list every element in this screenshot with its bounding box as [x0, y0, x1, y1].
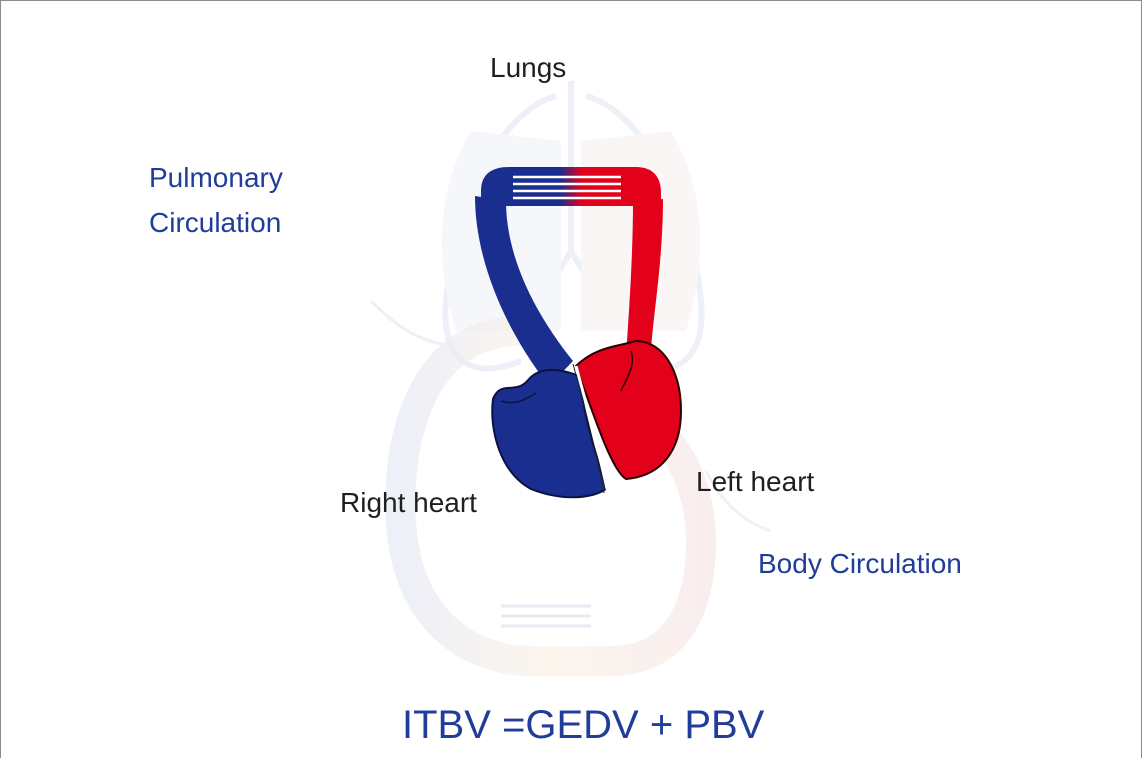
pulmonary-circulation-label: Pulmonary Circulation [149, 155, 283, 245]
itbv-formula: ITBV =GEDV + PBV [402, 701, 764, 749]
lungs-label: Lungs [490, 51, 566, 84]
left-heart-label: Left heart [696, 465, 814, 498]
pulmonary-line-1: Pulmonary [149, 155, 283, 200]
body-circulation-label: Body Circulation [758, 547, 962, 580]
pulmonary-line-2: Circulation [149, 200, 283, 245]
right-heart-label: Right heart [340, 486, 477, 519]
